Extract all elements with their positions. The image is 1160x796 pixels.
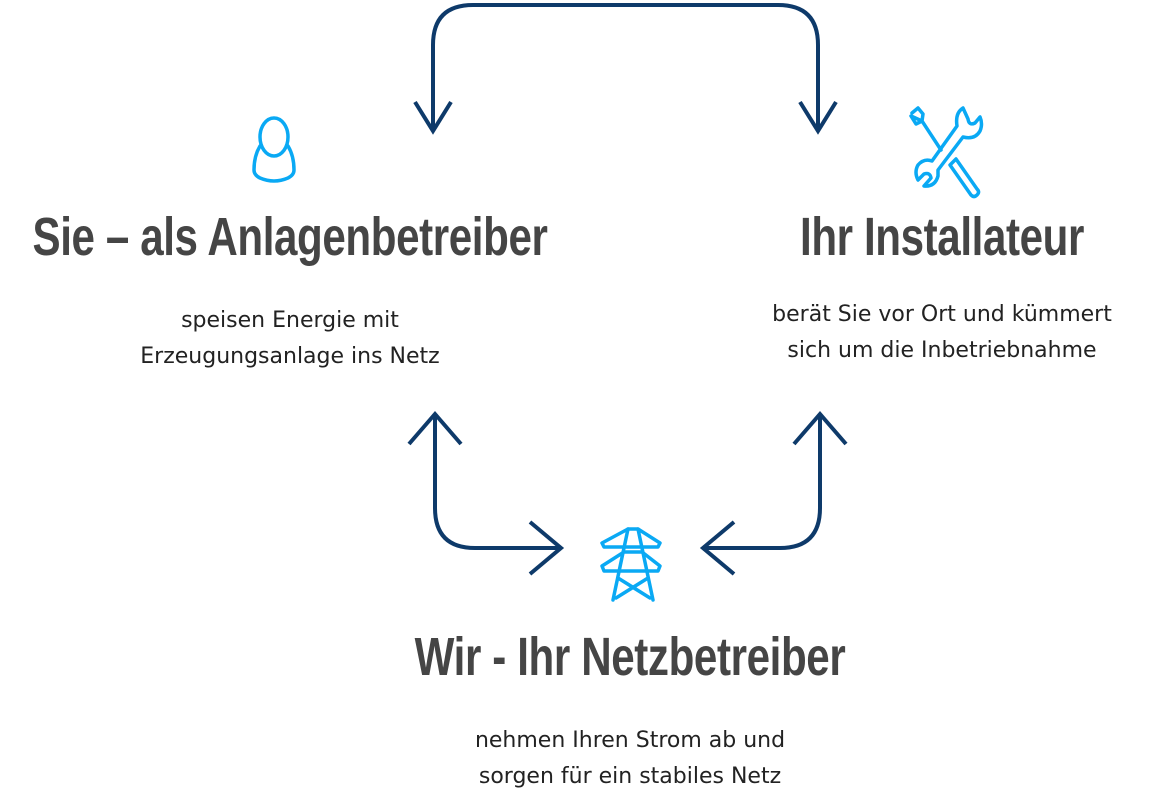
node-description-operator: speisen Energie mit Erzeugungsanlage ins… [140,303,439,375]
description-line: nehmen Ihren Strom ab und [474,728,786,753]
node-description-installer: berät Sie vor Ort und kümmert sich um di… [772,297,1112,369]
right-bottom-connector-arrow [699,410,848,576]
person-icon [252,116,296,183]
node-title-operator: Sie – als Anlagenbetreiber [32,207,548,267]
description-line: speisen Energie mit [181,308,399,333]
left-bottom-connector-arrow [407,410,565,576]
top-connector-arrow [413,3,838,135]
node-description-grid-operator: nehmen Ihren Strom ab und sorgen für ein… [475,723,785,795]
description-line: sorgen für ein stabiles Netz [478,764,782,789]
description-line: Erzeugungsanlage ins Netz [140,344,440,369]
power-pylon-icon [600,527,662,602]
description-line: berät Sie vor Ort und kümmert [772,302,1112,327]
node-title-installer: Ihr Installateur [800,207,1084,267]
tools-icon [909,106,984,199]
node-title-grid-operator: Wir - Ihr Netzbetreiber [414,627,846,687]
description-line: sich um die Inbetriebnahme [787,338,1097,363]
